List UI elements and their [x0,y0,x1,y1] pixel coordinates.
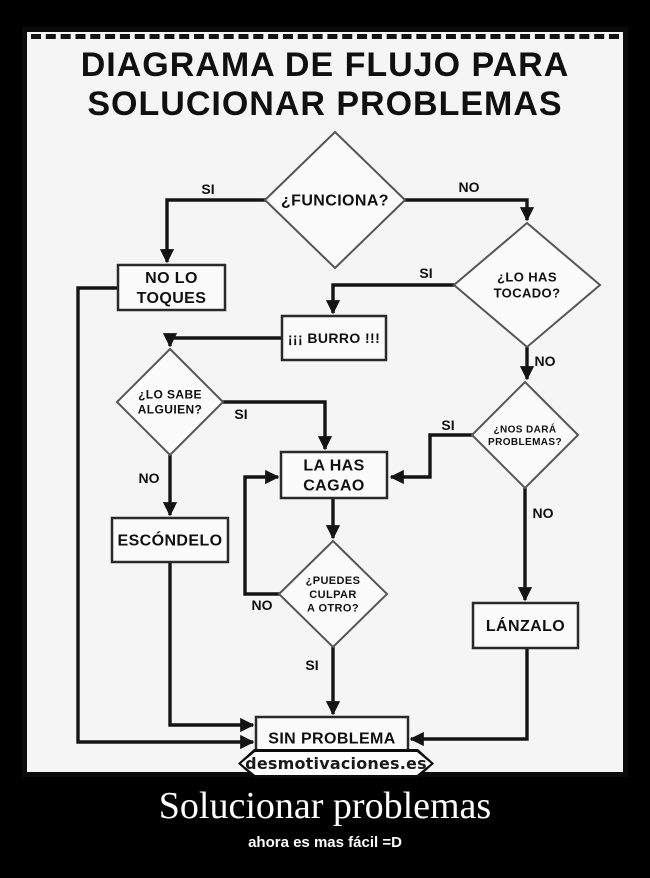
edge-sabe-alguien-si [222,400,333,451]
edge-label-funciona-no: NO [459,179,480,195]
node-label-funciona: ¿FUNCIONA? [281,193,389,210]
edge-nos-dara-si [389,433,473,485]
edge-label-funciona-si: SI [201,181,214,197]
node-burro [280,314,388,362]
edge-burro-to-sabe-alguien [162,333,282,348]
node-label-lanzalo: LÁNZALO [486,616,565,635]
node-lo-sabe-alguien [115,347,225,457]
node-label-burro: ¡¡¡ BURRO !!! [288,330,380,346]
node-escondelo [110,516,230,564]
edge-tocado-si [325,283,455,315]
caption-title: Solucionar problemas [158,785,492,827]
flowchart-title: DIAGRAMA DE FLUJO PARA SOLUCIONAR PROBLE… [27,46,623,125]
node-lanzalo [471,601,580,650]
node-puedes-culpar-a-otro [277,539,389,649]
node-label-escondelo: ESCÓNDELO [118,531,223,550]
edge-label-nos-dara-si: SI [441,417,454,433]
edge-label-sabe-alguien-no: NO [139,470,160,486]
node-label-sin-problema: SIN PROBLEMA [268,731,396,748]
torn-edge-decoration [31,34,619,39]
edge-funciona-no [404,198,535,222]
edge-funciona-si [159,198,266,264]
edge-lanzalo-to-sin-problema [409,648,529,747]
watermark-ribbon: desmotivaciones.es [238,749,434,778]
edge-escondelo-to-sin-problema [168,562,255,733]
node-nos-dara-problemas [470,380,580,490]
edge-culpar-no [243,469,280,596]
node-la-has-cagao [279,450,389,500]
edge-label-sabe-alguien-si: SI [234,406,247,422]
edge-label-culpar-si: SI [305,657,318,673]
edge-label-culpar-no: NO [252,597,273,613]
edge-label-tocado-no: NO [535,353,556,369]
caption-subtitle: ahora es mas fácil =D [248,834,402,851]
node-lo-has-tocado [452,221,602,349]
node-no-lo-toques [116,263,227,312]
edge-no-lo-toques-to-sin-problema [76,286,255,750]
watermark-text: desmotivaciones.es [241,752,431,775]
title-line-2: SOLUCIONAR PROBLEMAS [87,85,563,124]
node-funciona [263,130,407,270]
edge-label-nos-dara-no: NO [533,505,554,521]
title-line-1: DIAGRAMA DE FLUJO PARA [80,46,570,84]
edge-label-tocado-si: SI [419,265,432,281]
